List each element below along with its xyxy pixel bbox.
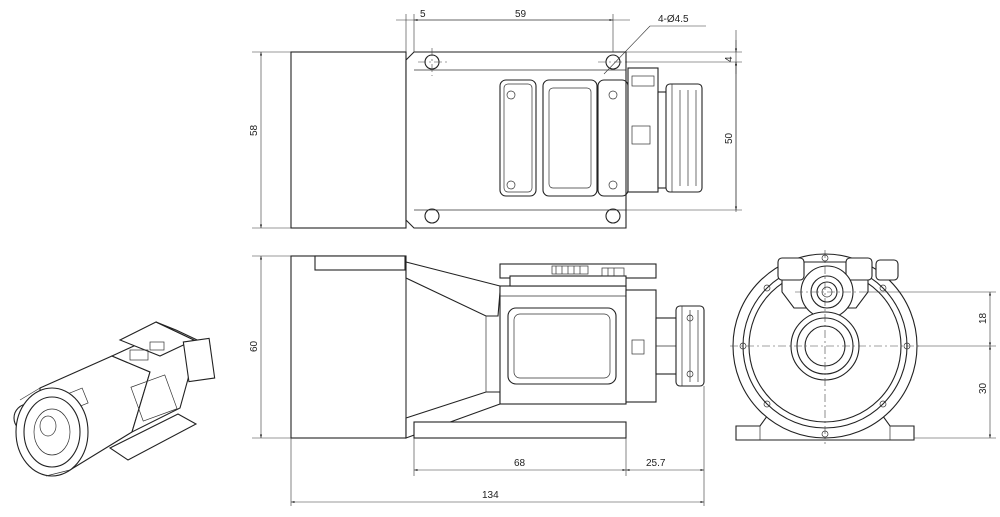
dim-side-height: 60 [249, 340, 260, 352]
dim-holes-note: 4-Ø4.5 [658, 14, 689, 25]
dim-connector-length: 25.7 [646, 458, 666, 469]
dim-base-length: 68 [514, 458, 526, 469]
side-view [290, 255, 705, 439]
dim-hole-spacing: 59 [515, 9, 527, 20]
dim-edge-offset: 4 [724, 56, 735, 62]
side-view-dimensions: 60 68 25.7 134 [249, 255, 705, 506]
dim-height-right: 50 [724, 132, 735, 144]
dim-height-left: 58 [249, 124, 260, 136]
dim-front-upper: 18 [978, 312, 989, 324]
top-view [290, 48, 703, 229]
top-view-dimensions: 5 59 4-Ø4.5 4 50 58 [249, 9, 742, 229]
dim-left-offset: 5 [420, 9, 426, 20]
dim-front-lower: 30 [978, 382, 989, 394]
dim-overall-length: 134 [482, 490, 499, 501]
isometric-product-view [13, 321, 216, 477]
front-view [730, 250, 920, 444]
front-view-dimensions: 18 30 [860, 291, 996, 439]
